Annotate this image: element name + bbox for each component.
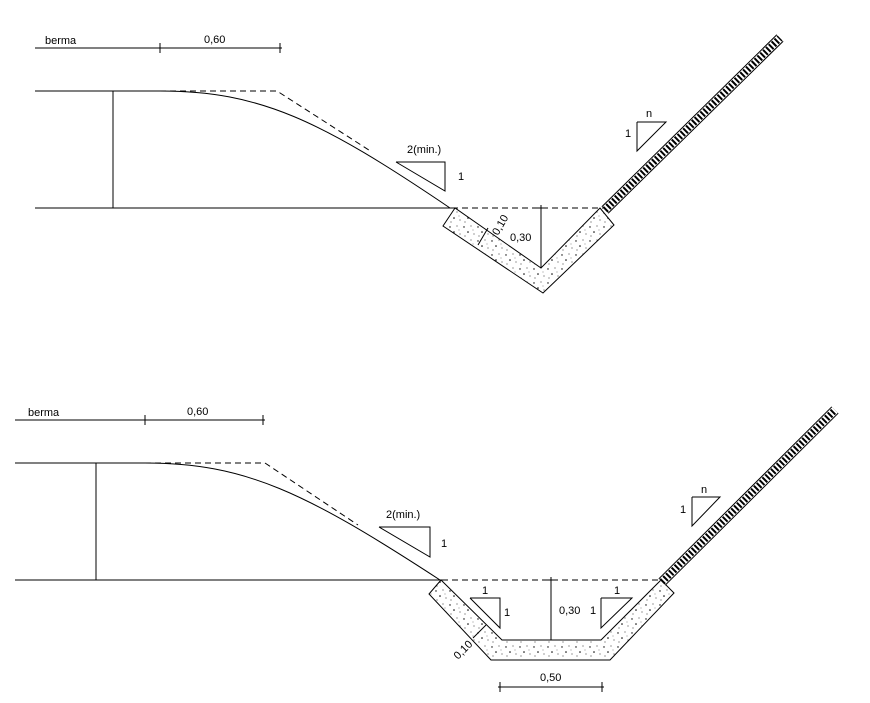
left-slope-v-label: 1: [504, 607, 510, 619]
berma-label: berma: [45, 35, 77, 47]
original-slope-dashed: [160, 90, 373, 153]
slope-ratio-triangle: 2(min.) 1: [378, 509, 447, 558]
cut-slope-hatch: [658, 406, 839, 586]
left-slope-h-label: 1: [482, 585, 488, 597]
original-slope-dashed: [145, 462, 359, 526]
thickness-label: 0,10: [452, 638, 476, 662]
height-dimension: [92, 462, 100, 581]
depth-dimension: 0,30: [546, 577, 580, 640]
right-slope-h-label: 1: [614, 585, 620, 597]
bottom-width-label: 0,50: [540, 672, 561, 684]
cut-slope-triangle: n 1: [625, 108, 668, 153]
berm-width-dimension: 0,60: [15, 406, 265, 425]
cut-slope-n-label: n: [701, 484, 707, 496]
rounded-slope: [144, 462, 441, 581]
cut-slope-triangle: n 1: [680, 484, 722, 528]
slope-v-label: 1: [458, 171, 464, 183]
cut-slope-1-label: 1: [625, 128, 631, 140]
cut-slope-hatch: [601, 34, 784, 214]
rounded-slope: [159, 90, 451, 209]
concrete-lining: [428, 579, 675, 661]
top-section-triangular-channel: berma 0,60 2(min.) 1 0,30 0,10: [35, 34, 784, 294]
cut-slope-1-label: 1: [680, 504, 686, 516]
right-side-slope-triangle: 1 1: [590, 585, 634, 630]
height-dimension: [109, 90, 117, 209]
berma-label: berma: [28, 407, 60, 419]
depth-label: 0,30: [510, 232, 531, 244]
slope-ratio-triangle: 2(min.) 1: [395, 144, 464, 192]
slope-v-label: 1: [441, 538, 447, 550]
thickness-label: 0,10: [490, 213, 511, 238]
depth-label: 0,30: [559, 605, 580, 617]
slope-h-label: 2(min.): [386, 509, 420, 521]
slope-h-label: 2(min.): [407, 144, 441, 156]
left-side-slope-triangle: 1 1: [469, 585, 510, 630]
berm-width-label: 0,60: [204, 34, 225, 46]
right-slope-v-label: 1: [590, 605, 596, 617]
berm-width-label: 0,60: [187, 406, 208, 418]
cut-slope-n-label: n: [646, 108, 652, 120]
depth-dimension: 0,30: [510, 205, 546, 268]
berm-width-dimension: 0,60: [35, 34, 282, 53]
concrete-lining: [442, 207, 615, 294]
bottom-width-dimension: 0,50: [498, 672, 604, 692]
bottom-section-trapezoidal-channel: berma 0,60 2(min.) 1 0,30 1 1: [15, 406, 839, 692]
